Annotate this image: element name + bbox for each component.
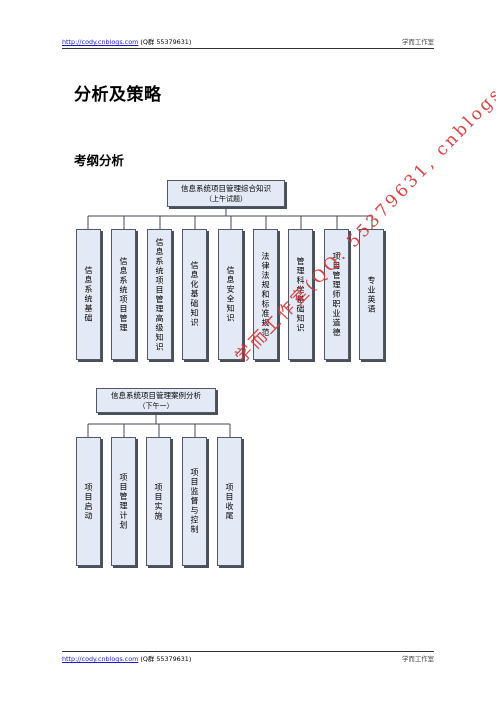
root-node-line1: 信息系统项目管理综合知识	[181, 183, 271, 193]
knowledge-node-label: 信息化基础知识	[190, 261, 199, 328]
knowledge-node-label: 信息安全知识	[226, 266, 235, 323]
knowledge-node-label: 管理科学基础知识	[296, 256, 305, 333]
case-node: 项目启动	[76, 437, 101, 566]
case-node: 项目实施	[146, 437, 171, 566]
knowledge-node-label: 信息系统基础	[84, 266, 93, 323]
header-rule	[62, 48, 434, 49]
knowledge-node-label: 信息系统项目管理高级知识	[155, 237, 164, 352]
footer-link[interactable]: http://cody.cnblogs.com	[62, 655, 139, 663]
case-node: 项目监督与控制	[182, 437, 207, 566]
knowledge-node: 专业英语	[359, 229, 384, 360]
case-node-label: 项目监督与控制	[190, 468, 199, 535]
page-footer: http://cody.cnblogs.com (Q群 55379631) 学而…	[62, 654, 434, 664]
knowledge-node-label: 信息系统项目管理	[119, 256, 128, 333]
page-header: http://cody.cnblogs.com (Q群 55379631) 学而…	[62, 37, 434, 47]
case-node-label: 项目管理计划	[119, 473, 128, 530]
root-node-line1: 信息系统项目管理案例分析	[111, 390, 201, 400]
header-contact: http://cody.cnblogs.com (Q群 55379631)	[62, 37, 191, 47]
knowledge-node: 信息安全知识	[218, 229, 243, 360]
knowledge-node: 管理科学基础知识	[288, 229, 313, 360]
knowledge-node: 法律法规和标准规范	[253, 229, 278, 360]
root-node-line2: （下午一）	[138, 401, 174, 410]
knowledge-node: 信息系统项目管理	[111, 229, 136, 360]
page-title: 分析及策略	[74, 85, 162, 105]
case-node: 项目管理计划	[111, 437, 136, 566]
knowledge-node-label: 专业英语	[367, 275, 376, 314]
case-node-label: 项目收尾	[225, 482, 234, 521]
knowledge-node: 信息化基础知识	[182, 229, 207, 360]
case-node-label: 项目启动	[84, 482, 93, 521]
knowledge-node-label: 法律法规和标准规范	[261, 251, 270, 338]
root-node-line2: （上午试题）	[205, 194, 247, 203]
section-title: 考纲分析	[74, 153, 125, 168]
knowledge-node: 信息系统基础	[76, 229, 101, 360]
footer-qq: (Q群 55379631)	[138, 655, 192, 663]
case-node-label: 项目实施	[154, 482, 163, 521]
header-link[interactable]: http://cody.cnblogs.com	[62, 38, 139, 46]
knowledge-node: 项目管理师职业道德	[324, 229, 349, 360]
knowledge-node-label: 项目管理师职业道德	[332, 251, 341, 338]
morning-exam-root-node: 信息系统项目管理综合知识 （上午试题）	[167, 180, 285, 207]
footer-rule	[62, 651, 434, 652]
header-studio: 学而工作室	[402, 38, 434, 46]
case-node: 项目收尾	[217, 437, 242, 566]
knowledge-node: 信息系统项目管理高级知识	[147, 229, 172, 360]
footer-studio: 学而工作室	[402, 655, 434, 663]
case-analysis-root-node: 信息系统项目管理案例分析 （下午一）	[96, 388, 216, 413]
footer-contact: http://cody.cnblogs.com (Q群 55379631)	[62, 654, 191, 664]
header-qq: (Q群 55379631)	[138, 38, 192, 46]
